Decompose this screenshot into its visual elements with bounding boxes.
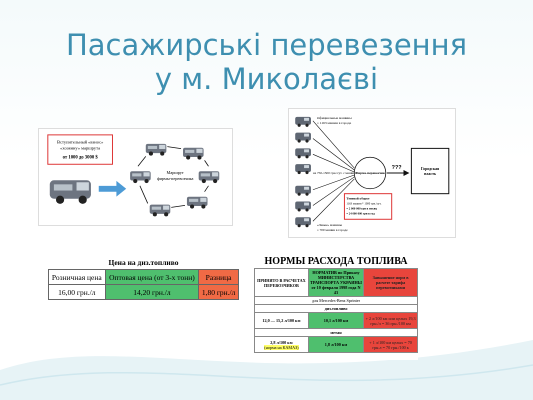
van-icon (145, 143, 167, 156)
fuel-price-caption: Цена на диз.топливо (108, 258, 179, 267)
route-diagram: Вступительный «взнос» «хозяину» маршрута… (38, 128, 233, 226)
per-car-label: на 750-1500 грн./сут. с машины (313, 171, 358, 175)
norms-gas-overstatement: + 1 л/100 км целых = 70 грн.л = 70 грн./… (363, 336, 418, 353)
norms-header-overstatement: Завышение норм в расчете тарифа перевозч… (363, 268, 418, 297)
slide-title: Пасажирські перевезення у м. Миколаєві (0, 28, 533, 96)
shadow-line2: 1163 машин * 1000 грн./сут. (346, 202, 381, 206)
car-icon (295, 217, 311, 228)
norms-gas-standard: 1,8 л/100 км (307, 336, 365, 353)
city-authority-line1: Городская (421, 166, 440, 171)
header-wholesale: Оптовая цена (от 3-х тонн) (104, 269, 200, 285)
norms-diesel-overstatement: + 2 л/100 км или целых 19,3 грн./л = 36 … (363, 312, 418, 329)
route-center-line1: Маршрут (167, 170, 184, 175)
official-cars-line2: = 1163 машин в городе (317, 121, 352, 125)
header-retail: Розничная цена (48, 269, 106, 285)
fuel-price-table: Цена на диз.топливо Розничная цена Оптов… (48, 258, 239, 310)
van-icon (186, 196, 208, 209)
left-cars-line2: = 700 машин в городе (317, 228, 348, 232)
arrow-right-icon (403, 170, 410, 176)
car-icon (295, 185, 311, 196)
norms-model: для Mercedes-Benz Sprinter (254, 296, 418, 305)
norms-diesel-standard: 10,1 л/100 км (307, 312, 365, 329)
slide-title-line1: Пасажирські перевезення (65, 28, 468, 62)
shadow-line4: = 24 000 000 грн в год (346, 211, 375, 215)
entry-box-line3: от 1000 до 3000 $ (63, 155, 99, 160)
value-difference: 1,80 грн./л (198, 284, 239, 300)
carrier-firm-node (353, 156, 387, 190)
city-authority-box (410, 147, 450, 195)
route-center-line2: фирмы-перевозчика (157, 176, 194, 181)
norms-diesel-carriers: 12,0 — 15,2 л/100 км (254, 312, 309, 329)
van-icon (130, 171, 151, 184)
shadow-line3: = 2 000 000 грн в месяц (346, 206, 377, 210)
entry-box-line1: Вступительный «взнос» (57, 140, 103, 145)
shadow-line1: Теневой оборот (346, 197, 370, 201)
value-retail: 16,00 грн./л (48, 284, 106, 300)
large-van-icon (49, 180, 91, 204)
header-difference: Разница (198, 269, 239, 285)
car-icon (295, 132, 311, 143)
van-icon (198, 171, 220, 184)
norms-gas-note: (норма на КАМАЗ) (264, 344, 299, 350)
fuel-norms-caption: НОРМЫ РАСХОДА ТОПЛИВА (264, 256, 408, 267)
question-marks: ??? (392, 165, 402, 171)
van-icon (183, 147, 204, 160)
slide-title-line2: у м. Миколаєві (154, 62, 379, 96)
fuel-norms-table: НОРМЫ РАСХОДА ТОПЛИВА ПРИНЯТО В РАСЧЕТАХ… (254, 256, 418, 360)
official-cars-line1: Официальные машины (317, 116, 352, 120)
entry-box-line2: «хозяину» маршрута (60, 146, 100, 151)
norms-section-gas: метан (254, 328, 418, 337)
value-wholesale: 14,20 грн./л (104, 284, 200, 300)
car-icon (295, 116, 311, 127)
car-icon (295, 148, 311, 159)
arrow-right-icon (98, 180, 127, 197)
norms-gas-carriers: 2,8 л/100 км (норма на КАМАЗ) (254, 336, 309, 353)
norms-header-standard: НОРМАТИВ по Приказу МИНИСТЕРСТВА ТРАНСПО… (307, 268, 365, 297)
shadow-turnover-box (343, 193, 393, 220)
van-icon (149, 204, 171, 217)
carrier-firm-label: Фирма-перевозчик (355, 171, 385, 175)
car-icon (295, 164, 311, 175)
car-icon (295, 201, 311, 212)
city-authority-line2: власть (424, 171, 436, 176)
norms-section-diesel: диз.топливо (254, 304, 418, 313)
norms-gas-value: 2,8 л/100 км (270, 339, 293, 345)
entry-box (47, 134, 113, 165)
norms-header-carriers: ПРИНЯТО В РАСЧЕТАХ ПЕРЕВОЗЧИКОВ (254, 268, 309, 297)
left-cars-line1: «Левые» машины (317, 223, 343, 227)
money-flow-diagram: Официальные машины = 1163 машин в городе… (288, 108, 456, 238)
